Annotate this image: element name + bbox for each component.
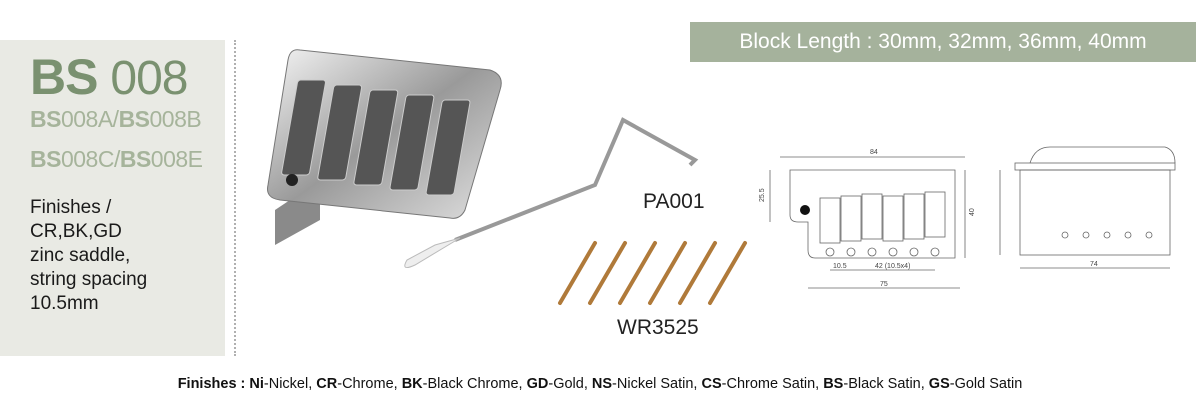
bridge-photo <box>267 49 502 245</box>
dim-42: 42 (10.5x4) <box>875 263 910 270</box>
technical-drawing-side: 74 <box>999 146 1176 269</box>
dim-74: 74 <box>1090 261 1098 268</box>
dim-40: 40 <box>969 208 976 216</box>
dim-10-5: 10.5 <box>833 263 847 270</box>
dim-25-5: 25.5 <box>759 188 766 202</box>
variant-line-2: BS008C/BS008E <box>30 146 203 172</box>
tremolo-arm <box>404 117 699 269</box>
divider <box>234 40 236 356</box>
model-title: BS 008 <box>30 49 188 105</box>
screw-part-label: WR3525 <box>617 316 699 339</box>
arm-part-label: PA001 <box>643 190 705 213</box>
info-panel <box>0 40 225 356</box>
finishes-legend: Finishes : Ni-Nickel, CR-Chrome, BK-Blac… <box>177 376 1023 392</box>
variant-line-1: BS008A/BS008B <box>30 106 202 132</box>
dim-75: 75 <box>880 281 888 288</box>
block-length-badge: Block Length : 30mm, 32mm, 36mm, 40mm <box>690 22 1196 62</box>
technical-drawing-top: 84 25.5 40 10.5 42 (10.5x4) 75 <box>759 149 976 289</box>
dim-84: 84 <box>870 149 878 156</box>
mounting-screws <box>558 241 747 305</box>
